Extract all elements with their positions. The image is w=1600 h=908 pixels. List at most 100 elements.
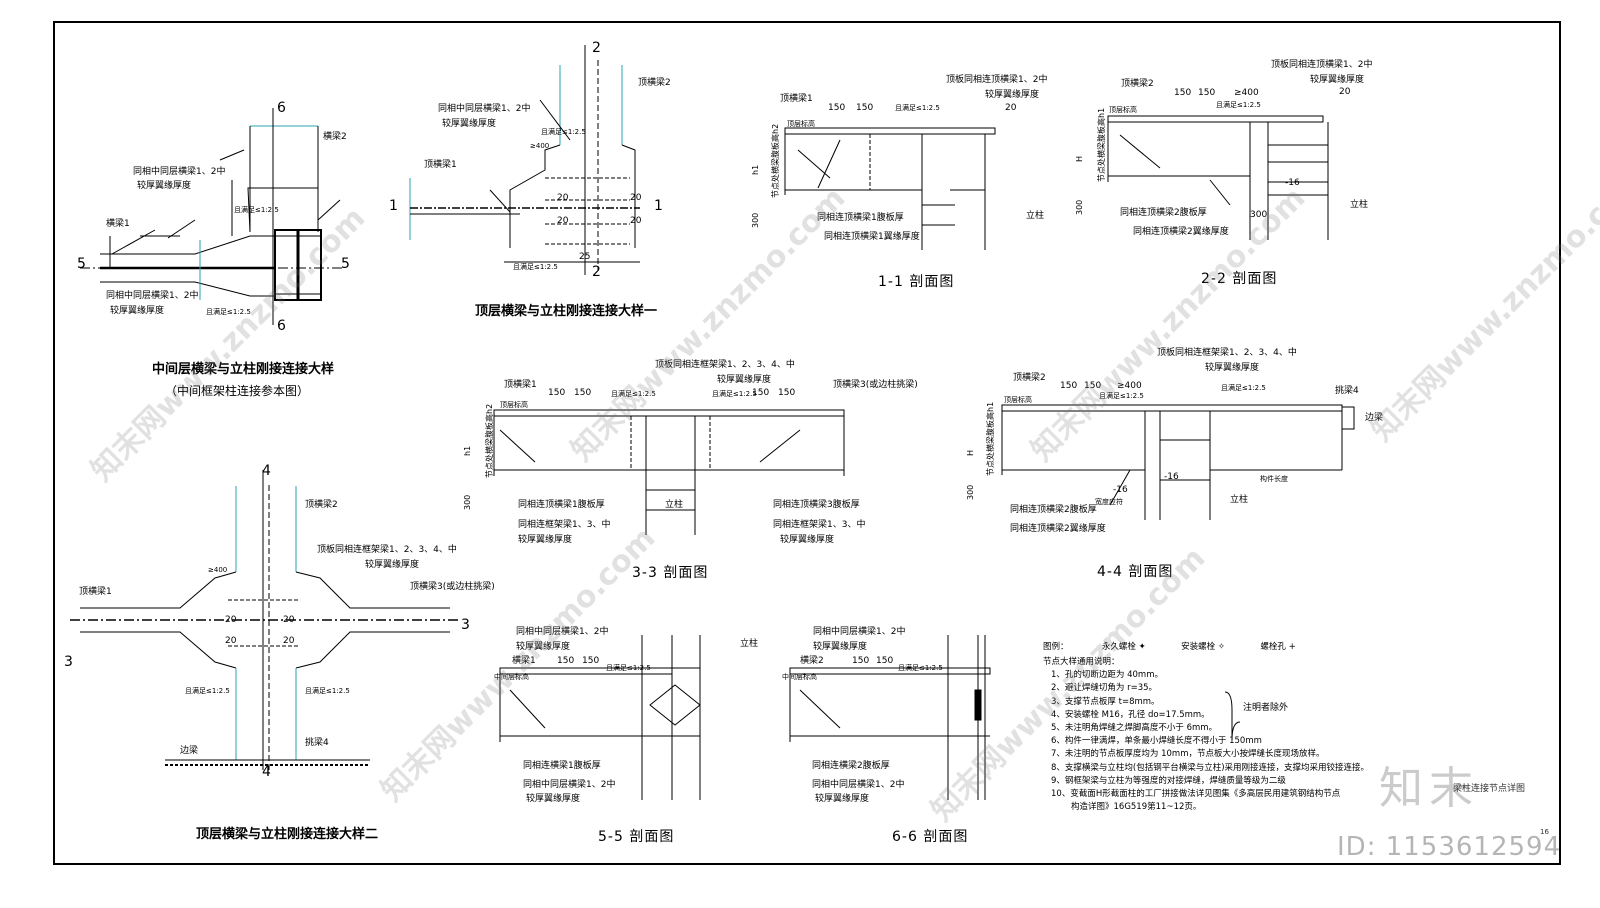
section-44-label: 构件长度 [1260, 475, 1288, 483]
detail-top2-label: 顶板同相连框架梁1、2、3、4、中 [317, 545, 457, 555]
detail-top1-label: 20 [557, 193, 569, 203]
detail-mid-label: 较厚翼缘厚度 [110, 306, 165, 316]
detail-top2-geometry [70, 470, 460, 770]
detail-top1-label: 顶横梁2 [638, 78, 671, 88]
section-33-label: 且满足≤1:2.5 [712, 390, 757, 398]
section-22-label: -16 [1285, 178, 1300, 188]
section-11-label: 150 [856, 103, 874, 113]
section-22-label: 且满足≤1:2.5 [1216, 101, 1261, 109]
section-33-label: 较厚翼缘厚度 [780, 535, 835, 545]
section-33-label: 同相连顶横梁3腹板厚 [773, 500, 860, 510]
notes-brace-text: 注明者除外 [1243, 703, 1289, 713]
permanent-bolt-icon: ✦ [1138, 642, 1146, 652]
section-33-label: 150 [548, 388, 566, 398]
detail-mid-label: 同相中同层横梁1、2中 [106, 291, 199, 301]
detail-top1-geometry [409, 45, 640, 275]
section-22-label: 20 [1339, 87, 1351, 97]
section-11-label: 较厚翼缘厚度 [985, 90, 1040, 100]
section-66-label: 较厚翼缘厚度 [815, 794, 870, 804]
section-33-label: 顶横梁3(或边柱挑梁) [833, 380, 918, 390]
section-66-label: 横梁2 [800, 656, 824, 666]
section-55-label: 且满足≤1:2.5 [606, 664, 651, 672]
detail-top1-title: 顶层横梁与立柱刚接连接大样一 [475, 304, 658, 319]
detail-mid-mark-right: 5 [341, 256, 350, 272]
section-22-label: 300 [1075, 199, 1084, 215]
section-44-label: H [966, 449, 975, 456]
detail-mid-title: 中间层横梁与立柱刚接连接大样 [152, 362, 335, 377]
section-11-label: 150 [828, 103, 846, 113]
detail-mid-geometry [80, 108, 345, 325]
section-55-label: 较厚翼缘厚度 [526, 794, 581, 804]
detail-top1-label: 较厚翼缘厚度 [442, 119, 497, 129]
section-33-label: 同相连框架梁1、3、中 [773, 520, 866, 530]
detail-top2-label: 20 [283, 636, 295, 646]
section-44-label: 150 [1060, 381, 1078, 391]
detail-top2-label: 且满足≤1:2.5 [305, 687, 350, 695]
section-33-label: 同相连顶横梁1腹板厚 [518, 500, 605, 510]
section-66-title: 6-6 剖面图 [892, 829, 969, 845]
detail-top2-mark-right: 3 [461, 617, 470, 633]
section-33-label: 同相连框架梁1、3、中 [518, 520, 611, 530]
section-11-label: 立柱 [1026, 211, 1045, 221]
detail-mid-label: 横梁1 [106, 219, 130, 229]
detail-mid-label: 横梁2 [323, 132, 347, 142]
section-33-label: 节点处横梁腹板高h2 [485, 403, 494, 478]
section-33-label: h1 [463, 445, 472, 456]
note-item: 9、钢框架梁与立柱为等强度的对接焊缝，焊缝质量等级为二级 [1051, 775, 1286, 786]
section-66-label: 中间层标高 [782, 673, 817, 681]
section-11-label: h1 [751, 164, 760, 175]
section-44-label: 节点处横梁腹板高h1 [986, 401, 995, 476]
section-22-label: 150 [1174, 88, 1192, 98]
detail-top1-mark-top: 2 [592, 40, 601, 56]
section-55-label: 立柱 [740, 639, 759, 649]
section-55-label: 较厚翼缘厚度 [516, 642, 571, 652]
detail-top2-label: 20 [225, 615, 237, 625]
detail-top1-label: 20 [557, 216, 569, 226]
section-33-geometry [493, 409, 845, 535]
note-item: 10、变截面H形截面柱的工厂拼接做法详见图集《多高层民用建筑钢结构节点 [1051, 789, 1341, 800]
section-44-title: 4-4 剖面图 [1097, 564, 1174, 580]
detail-top2-label: 顶横梁2 [305, 500, 338, 510]
section-11-label: 顶层标高 [787, 120, 815, 128]
section-33-label: 300 [463, 494, 472, 510]
section-22-geometry [1107, 115, 1329, 240]
general-notes: 节点大样通用说明： 1、孔的切断边距为 40mm。 2、避让焊缝切角为 r=35… [1043, 656, 1373, 814]
section-22-label: 同相连顶横梁2翼缘厚度 [1133, 227, 1229, 237]
section-44-label: 150 [1084, 381, 1102, 391]
legend-item: 螺栓孔 [1260, 642, 1286, 652]
page-number: 16 [1540, 828, 1549, 836]
detail-mid-label: 同相中同层横梁1、2中 [133, 167, 226, 177]
detail-top1-label: 20 [630, 216, 642, 226]
section-22-label: 节点处横梁腹板高h1 [1097, 107, 1106, 182]
detail-top2-label: ≥400 [208, 566, 228, 574]
section-66-label: 同相中同层横梁1、2中 [813, 627, 906, 637]
section-44-label: 边梁 [1365, 413, 1384, 423]
section-11-title: 1-1 剖面图 [878, 274, 955, 290]
section-11-label: 且满足≤1:2.5 [895, 104, 940, 112]
section-22-label: 较厚翼缘厚度 [1310, 75, 1365, 85]
section-33-title: 3-3 剖面图 [632, 565, 709, 581]
detail-mid-mark-bottom: 6 [277, 318, 286, 334]
section-11-label: 同相连顶横梁1腹板厚 [817, 213, 904, 223]
section-11-label: 300 [751, 212, 760, 228]
section-44-label: 且满足≤1:2.5 [1221, 384, 1266, 392]
detail-top2-label: 20 [225, 636, 237, 646]
section-11-label: 节点处横梁腹板高h2 [771, 123, 780, 198]
section-44-label: 顶板同相连框架梁1、2、3、4、中 [1157, 348, 1297, 358]
section-44-geometry [1001, 404, 1355, 520]
bolt-hole-icon: + [1288, 642, 1296, 652]
note-item: 3、支撑节点板厚 t=8mm。 [1051, 696, 1160, 707]
detail-top2-label: 较厚翼缘厚度 [365, 560, 420, 570]
section-55-label: 150 [582, 656, 600, 666]
note-item: 8、支撑横梁与立柱均(包括钢平台横梁与立柱)采用刚接连接，支撑均采用铰接连接。 [1051, 762, 1370, 773]
detail-mid-label: 且满足≤1:2.5 [206, 308, 251, 316]
section-44-label: 立柱 [1230, 495, 1249, 505]
legend: 图例： 永久螺栓 ✦ 安装螺栓 ✧ 螺栓孔 + [1043, 640, 1296, 652]
erection-bolt-icon: ✧ [1217, 642, 1226, 652]
section-66-label: 且满足≤1:2.5 [898, 664, 943, 672]
section-22-label: H [1075, 155, 1084, 162]
section-22-label: ≥400 [1234, 88, 1259, 98]
section-22-title: 2-2 剖面图 [1201, 271, 1278, 287]
note-item: 2、避让焊缝切角为 r=35。 [1051, 683, 1158, 694]
